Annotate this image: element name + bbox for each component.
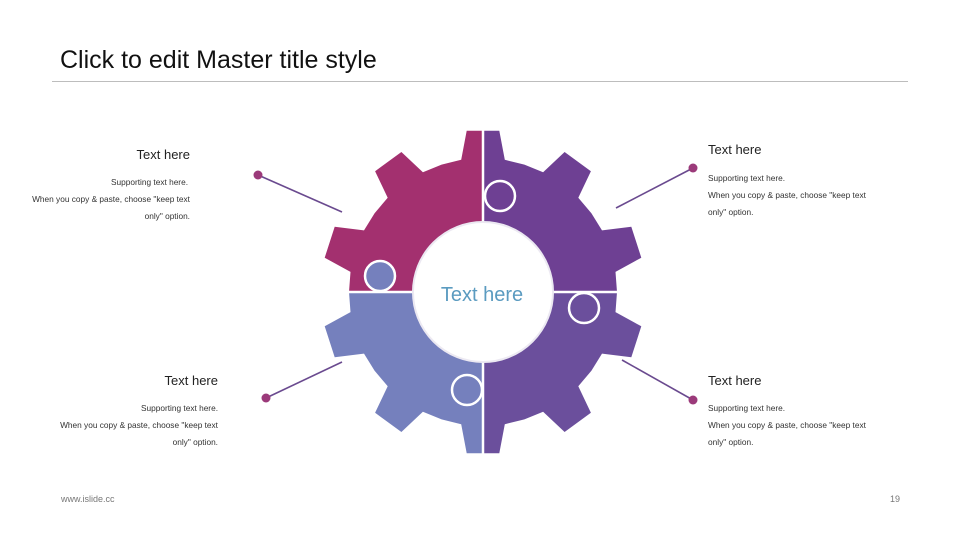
title-divider	[52, 81, 908, 82]
connector-top-right	[615, 167, 694, 209]
block-heading: Text here	[708, 142, 762, 157]
center-hub	[412, 221, 554, 363]
supporting-line: only" option.	[708, 207, 754, 217]
text-block-top-right[interactable]: Text here Supporting text here. When you…	[708, 142, 960, 221]
supporting-line: Supporting text here.	[708, 173, 786, 183]
block-heading: Text here	[136, 147, 190, 162]
text-block-bottom-right[interactable]: Text here Supporting text here. When you…	[708, 373, 960, 451]
supporting-line: Supporting text here.	[140, 403, 218, 413]
supporting-line: only" option.	[708, 437, 754, 447]
connector-bottom-left	[265, 361, 343, 399]
supporting-line: When you copy & paste, choose "keep text	[60, 420, 218, 430]
supporting-line: only" option.	[144, 211, 190, 221]
supporting-line: Supporting text here.	[708, 403, 786, 413]
center-label[interactable]: Text here	[440, 284, 524, 306]
connectors	[253, 163, 698, 405]
supporting-line: only" option.	[172, 437, 218, 447]
page-number: 19	[889, 494, 900, 504]
supporting-line: Supporting text here.	[110, 177, 188, 187]
connector-dot-bottom-right	[688, 395, 698, 405]
block-supporting-text: Supporting text here. When you copy & pa…	[0, 400, 254, 451]
text-block-bottom-left[interactable]: Text here Supporting text here. When you…	[0, 373, 254, 451]
block-heading: Text here	[164, 373, 218, 388]
connector-dot-top-left	[253, 170, 263, 180]
puzzle-knob-bottom	[450, 373, 484, 407]
puzzle-knob-top	[483, 179, 517, 213]
block-heading: Text here	[708, 373, 762, 388]
supporting-line: When you copy & paste, choose "keep text	[32, 194, 190, 204]
supporting-line: When you copy & paste, choose "keep text	[708, 190, 866, 200]
connector-dot-top-right	[688, 163, 698, 173]
block-supporting-text: Supporting text here. When you copy & pa…	[708, 170, 960, 221]
puzzle-knob-right	[567, 291, 601, 325]
connector-dot-bottom-left	[261, 393, 271, 403]
connector-bottom-right	[621, 359, 694, 401]
text-block-top-left[interactable]: Text here Supporting text here. When you…	[0, 147, 240, 225]
supporting-line: When you copy & paste, choose "keep text	[708, 420, 866, 430]
slide-title[interactable]: Click to edit Master title style	[60, 46, 377, 74]
footer-url[interactable]: www.islide.cc	[61, 494, 115, 504]
block-supporting-text: Supporting text here. When you copy & pa…	[0, 174, 240, 225]
block-supporting-text: Supporting text here. When you copy & pa…	[708, 400, 960, 451]
puzzle-knob-left	[363, 259, 397, 293]
connector-top-left	[257, 174, 343, 213]
